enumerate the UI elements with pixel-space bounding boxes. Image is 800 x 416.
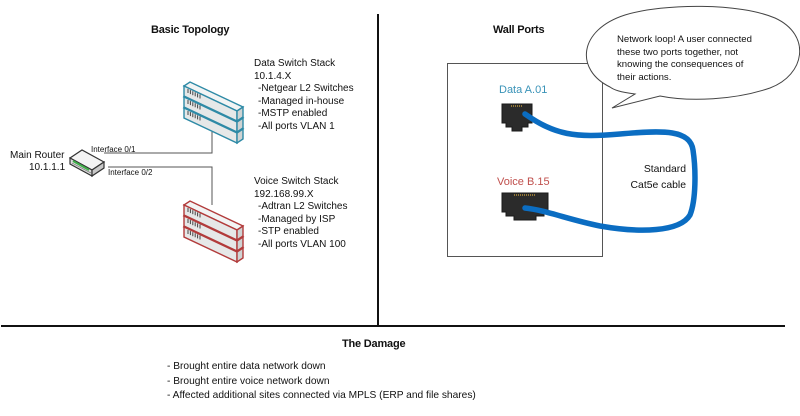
router-icon [68, 149, 106, 178]
interface-0-2-label: Interface 0/2 [108, 168, 153, 177]
damage-item: - Brought entire voice network down [167, 375, 330, 387]
topology-title: Basic Topology [151, 24, 230, 36]
data-stack-detail: -Netgear L2 Switches [258, 83, 354, 95]
voice-switch-stack-icon [182, 200, 245, 264]
callout-line: knowing the consequences of [617, 59, 744, 71]
port-voice-label: Voice B.15 [497, 176, 550, 188]
interface-0-1-label: Interface 0/1 [91, 145, 136, 154]
data-stack-detail: -Managed in-house [258, 95, 345, 107]
voice-stack-subnet: 192.168.99.X [254, 188, 314, 200]
damage-title: The Damage [342, 338, 406, 350]
switch-unit [182, 81, 245, 123]
callout-text: Network loop! A user connected these two… [617, 34, 779, 84]
data-stack-detail: -MSTP enabled [258, 108, 328, 120]
damage-item: - Affected additional sites connected vi… [167, 390, 476, 401]
voice-stack-info: Voice Switch Stack 192.168.99.X -Adtran … [254, 176, 348, 252]
voice-stack-detail: -Adtran L2 Switches [258, 201, 348, 213]
link-interface-0-2 [108, 166, 213, 205]
voice-stack-detail: -Managed by ISP [258, 213, 336, 225]
damage-list: - Brought entire data network down - Bro… [167, 360, 476, 404]
switch-unit [182, 200, 245, 242]
wall-ports-title: Wall Ports [493, 24, 545, 36]
callout-bubble [585, 5, 800, 109]
voice-stack-detail: -All ports VLAN 100 [258, 238, 346, 250]
cable-label-line: Standard [643, 164, 686, 175]
data-stack-info: Data Switch Stack 10.1.4.X -Netgear L2 S… [254, 58, 354, 134]
port-data-label: Data A.01 [499, 84, 548, 96]
data-stack-name: Data Switch Stack [254, 58, 336, 69]
data-switch-stack-icon [182, 81, 245, 145]
data-stack-detail: -All ports VLAN 1 [258, 120, 335, 132]
damage-item: - Brought entire data network down [167, 361, 326, 372]
cable-label: Standard Cat5e cable [618, 162, 686, 194]
cable-label-line: Cat5e cable [630, 180, 686, 191]
link-interface-0-1 [104, 130, 213, 154]
cat5e-cable [522, 111, 698, 233]
rj45-port-data-icon [501, 103, 533, 132]
callout-line: their actions. [617, 71, 672, 83]
data-stack-subnet: 10.1.4.X [254, 70, 292, 82]
router-ip: 10.1.1.1 [29, 162, 66, 173]
router-name: Main Router [10, 150, 65, 161]
callout-line: these two ports together, not [617, 46, 739, 58]
wall-plate [447, 63, 603, 257]
voice-stack-name: Voice Switch Stack [254, 176, 339, 187]
voice-stack-detail: -STP enabled [258, 226, 319, 238]
callout-line: Network loop! A user connected [617, 34, 752, 45]
